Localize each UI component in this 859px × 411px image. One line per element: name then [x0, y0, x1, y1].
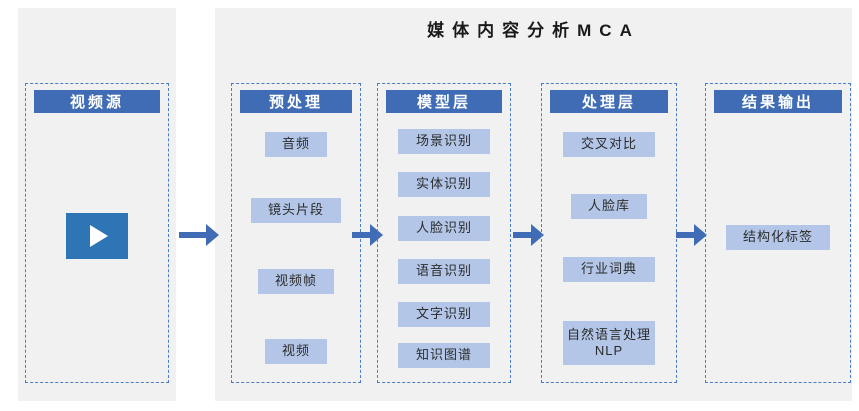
column-preprocessing: 预处理 音频 镜头片段 视频帧 视频 [231, 83, 361, 383]
node-entity-recognition: 实体识别 [398, 172, 490, 197]
node-text-recognition: 文字识别 [398, 302, 490, 327]
node-scene-recognition: 场景识别 [398, 129, 490, 154]
node-audio: 音频 [265, 132, 327, 157]
node-face-database: 人脸库 [571, 194, 647, 219]
column-video-source-header: 视频源 [34, 90, 160, 113]
flow-arrow-icon [513, 224, 544, 246]
column-model-layer-header: 模型层 [386, 90, 502, 113]
node-video-frames: 视频帧 [258, 269, 334, 294]
column-preprocessing-header: 预处理 [240, 90, 352, 113]
node-shot-segments: 镜头片段 [251, 198, 341, 223]
arrow-head [370, 224, 383, 246]
node-nlp: 自然语言处理NLP [563, 321, 655, 365]
arrow-line [179, 232, 206, 238]
node-structured-tags: 结构化标签 [726, 225, 830, 250]
column-model-layer: 模型层 场景识别 实体识别 人脸识别 语音识别 文字识别 知识图谱 [377, 83, 511, 383]
diagram-title: 媒体内容分析MCA [427, 21, 640, 40]
column-video-source: 视频源 [25, 83, 169, 383]
arrow-line [513, 232, 531, 238]
column-result-output-header: 结果输出 [714, 90, 842, 113]
flow-arrow-icon [179, 224, 219, 246]
column-processing-layer: 处理层 交叉对比 人脸库 行业词典 自然语言处理NLP [541, 83, 677, 383]
node-video: 视频 [265, 339, 327, 364]
column-result-output: 结果输出 结构化标签 [705, 83, 851, 383]
arrow-line [676, 232, 694, 238]
flow-arrow-icon [676, 224, 707, 246]
node-speech-recognition: 语音识别 [398, 259, 490, 284]
arrow-line [352, 232, 370, 238]
node-face-recognition: 人脸识别 [398, 216, 490, 241]
column-processing-layer-header: 处理层 [550, 90, 668, 113]
arrow-head [694, 224, 707, 246]
left-panel-background [18, 8, 176, 401]
node-knowledge-graph: 知识图谱 [398, 343, 490, 368]
play-triangle-icon [90, 225, 108, 247]
play-icon [66, 213, 128, 259]
arrow-head [531, 224, 544, 246]
node-industry-dictionary: 行业词典 [563, 257, 655, 282]
arrow-head [206, 224, 219, 246]
node-cross-comparison: 交叉对比 [563, 132, 655, 157]
flow-arrow-icon [352, 224, 383, 246]
